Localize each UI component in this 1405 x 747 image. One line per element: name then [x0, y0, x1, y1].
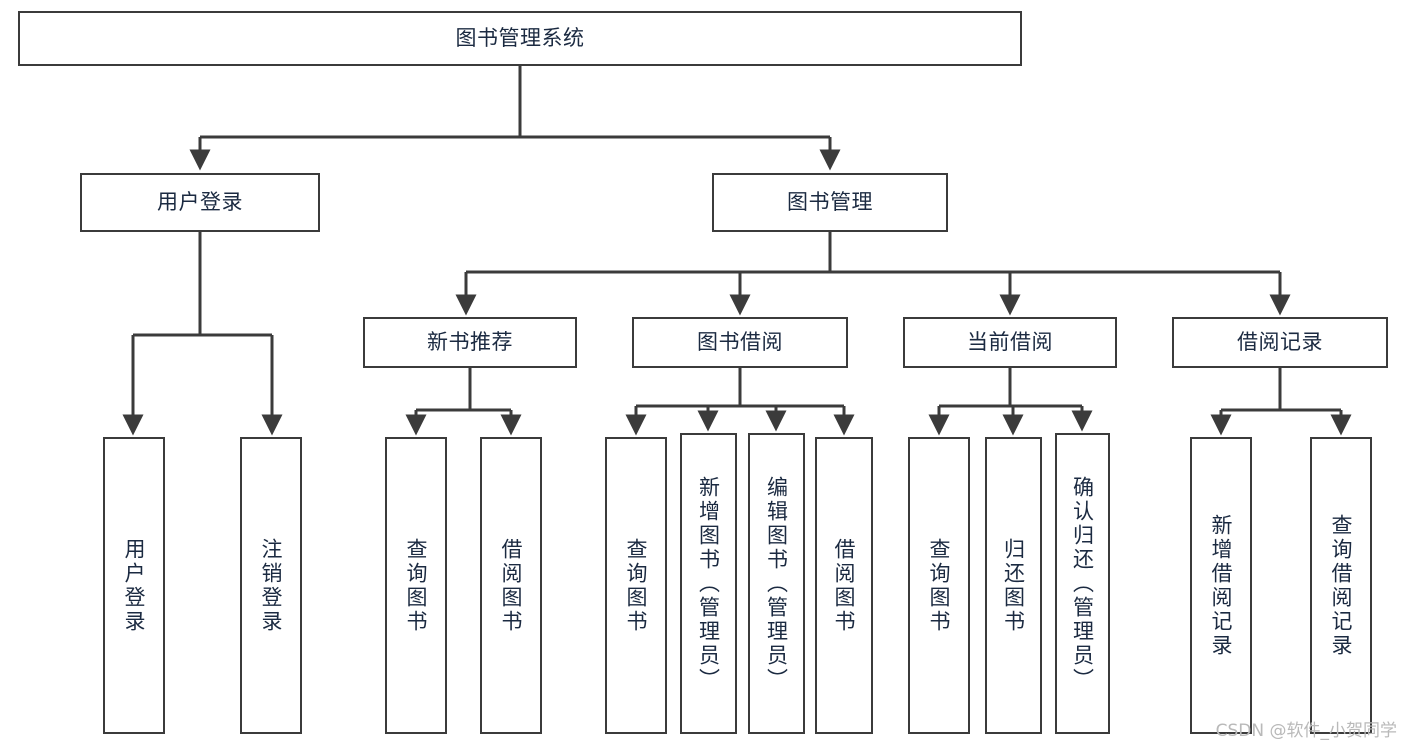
leaf-borrow-book-recommend-label: 借阅图书: [499, 537, 524, 634]
leaf-add-book-admin[interactable]: 新增图书（管理员）: [680, 433, 737, 734]
node-user-login[interactable]: 用户登录: [80, 173, 320, 232]
node-book-management[interactable]: 图书管理: [712, 173, 948, 232]
leaf-query-book-borrow-label: 查询图书: [624, 537, 649, 634]
leaf-query-book-recommend-label: 查询图书: [404, 537, 429, 634]
leaf-add-borrow-record[interactable]: 新增借阅记录: [1190, 437, 1252, 734]
leaf-query-borrow-record-label: 查询借阅记录: [1329, 513, 1354, 658]
leaf-logout[interactable]: 注销登录: [240, 437, 302, 734]
leaf-return-book[interactable]: 归还图书: [985, 437, 1042, 734]
node-borrow-records[interactable]: 借阅记录: [1172, 317, 1388, 368]
leaf-query-book-borrow[interactable]: 查询图书: [605, 437, 667, 734]
leaf-borrow-book-recommend[interactable]: 借阅图书: [480, 437, 542, 734]
node-book-borrow-label: 图书借阅: [697, 330, 783, 355]
leaf-borrow-book-borrow-label: 借阅图书: [832, 537, 857, 634]
node-new-book-recommend[interactable]: 新书推荐: [363, 317, 577, 368]
leaf-query-borrow-record[interactable]: 查询借阅记录: [1310, 437, 1372, 734]
node-book-borrow[interactable]: 图书借阅: [632, 317, 848, 368]
node-root-label: 图书管理系统: [455, 26, 585, 51]
leaf-add-borrow-record-label: 新增借阅记录: [1209, 513, 1234, 658]
leaf-query-book-current[interactable]: 查询图书: [908, 437, 970, 734]
leaf-edit-book-admin-label: 编辑图书（管理员）: [764, 475, 789, 692]
csdn-watermark: CSDN @软件_小贺同学: [1215, 721, 1397, 741]
leaf-user-login-label: 用户登录: [122, 537, 147, 634]
leaf-confirm-return-admin[interactable]: 确认归还（管理员）: [1055, 433, 1110, 734]
leaf-edit-book-admin[interactable]: 编辑图书（管理员）: [748, 433, 805, 734]
node-new-book-recommend-label: 新书推荐: [427, 330, 513, 355]
node-current-borrow-label: 当前借阅: [967, 330, 1053, 355]
node-user-login-label: 用户登录: [157, 190, 243, 215]
leaf-add-book-admin-label: 新增图书（管理员）: [696, 475, 721, 692]
leaf-query-book-current-label: 查询图书: [927, 537, 952, 634]
leaf-borrow-book-borrow[interactable]: 借阅图书: [815, 437, 873, 734]
node-current-borrow[interactable]: 当前借阅: [903, 317, 1117, 368]
node-book-management-label: 图书管理: [787, 190, 873, 215]
node-borrow-records-label: 借阅记录: [1237, 330, 1323, 355]
leaf-query-book-recommend[interactable]: 查询图书: [385, 437, 447, 734]
node-root[interactable]: 图书管理系统: [18, 11, 1022, 66]
leaf-confirm-return-admin-label: 确认归还（管理员）: [1070, 475, 1095, 692]
leaf-return-book-label: 归还图书: [1001, 537, 1026, 634]
leaf-user-login[interactable]: 用户登录: [103, 437, 165, 734]
leaf-logout-label: 注销登录: [259, 537, 284, 634]
